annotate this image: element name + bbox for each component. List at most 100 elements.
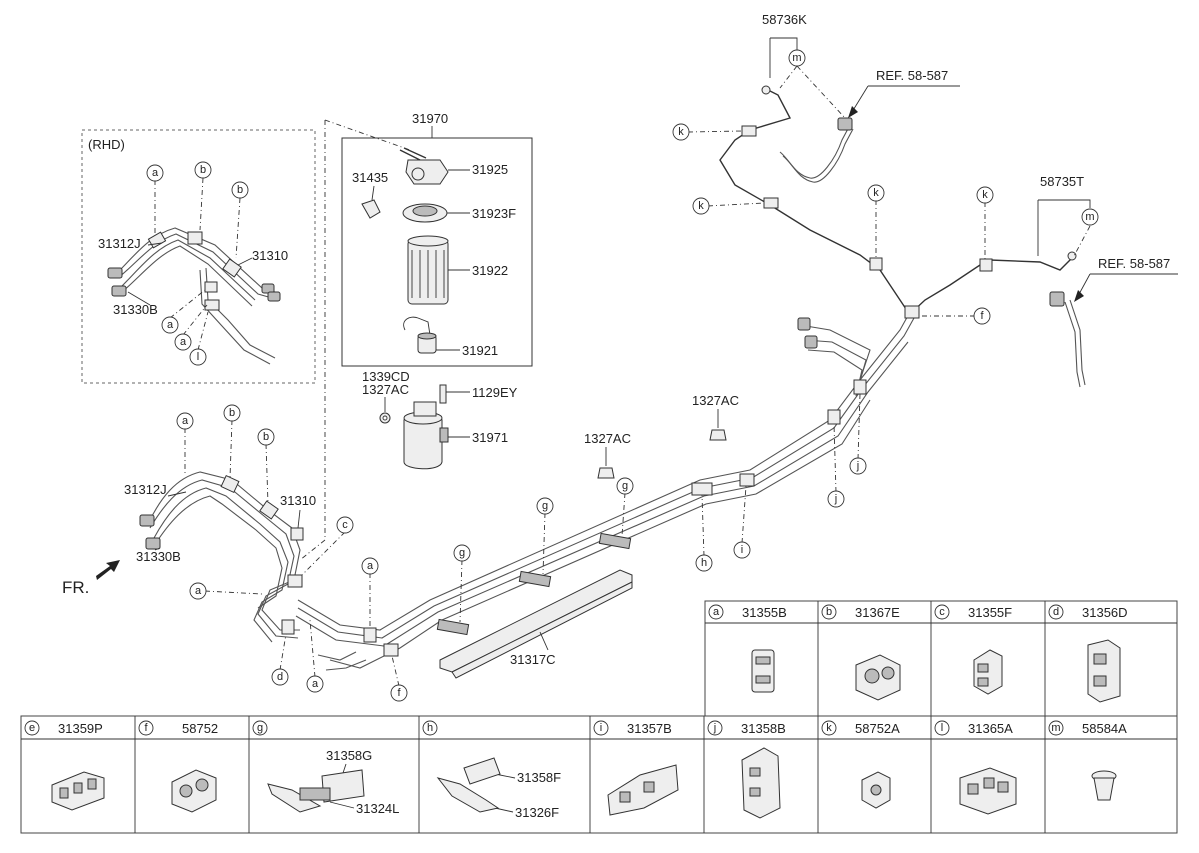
callout-a-1: a: [176, 412, 194, 430]
svg-text:c: c: [342, 519, 348, 531]
legend-cell-c: c 31355F: [934, 604, 1012, 620]
label-ref-1: REF. 58-587: [876, 68, 948, 83]
legend-g-part-2: 31324L: [356, 801, 399, 816]
label-1327AC-b: 1327AC: [584, 431, 631, 446]
callout-a-2: a: [189, 582, 207, 600]
svg-text:j: j: [834, 493, 837, 505]
callout-a-4: a: [306, 675, 324, 693]
legend-cell-g: g: [252, 720, 268, 736]
label-ref-2: REF. 58-587: [1098, 256, 1170, 271]
legend-cell-e: e 31359P: [24, 720, 103, 736]
label-31317C: 31317C: [510, 652, 556, 667]
rhd-inset-title: (RHD): [88, 137, 125, 152]
svg-text:a: a: [152, 167, 159, 179]
callout-k-3: k: [867, 184, 885, 202]
callout-d: d: [271, 668, 289, 686]
label-1129EY: 1129EY: [472, 385, 518, 400]
main-31330B-label: 31330B: [136, 549, 181, 564]
svg-text:j: j: [856, 460, 859, 472]
callout-m-1: m: [788, 49, 806, 67]
rhd-callout-a3: a: [174, 333, 192, 351]
svg-text:k: k: [678, 126, 684, 138]
svg-text:a: a: [180, 336, 187, 348]
svg-text:g: g: [542, 500, 548, 512]
fuel-filter-box: [341, 137, 533, 367]
svg-text:d: d: [1053, 606, 1059, 618]
main-callouts: a b b c a a d a f g g g h i j j f k k: [176, 49, 1099, 702]
svg-text:31359P: 31359P: [58, 721, 103, 736]
callout-i: i: [733, 541, 751, 559]
svg-text:m: m: [1051, 722, 1060, 734]
svg-text:j: j: [713, 722, 716, 734]
rhd-callout-a1: a: [146, 164, 164, 182]
svg-text:a: a: [195, 585, 202, 597]
callout-g-2: g: [536, 497, 554, 515]
callout-h: h: [695, 554, 713, 572]
svg-text:a: a: [367, 560, 374, 572]
label-31923F: 31923F: [472, 206, 516, 221]
svg-text:b: b: [826, 606, 832, 618]
filter-link-line: [299, 120, 326, 561]
svg-text:h: h: [701, 557, 707, 569]
rhd-31330B-label: 31330B: [113, 302, 158, 317]
label-31435: 31435: [352, 170, 388, 185]
callout-m-2: m: [1081, 208, 1099, 226]
label-31925: 31925: [472, 162, 508, 177]
main-fuel-lines: [139, 85, 1086, 671]
svg-text:b: b: [237, 184, 243, 196]
svg-text:i: i: [600, 722, 602, 734]
svg-text:31357B: 31357B: [627, 721, 672, 736]
svg-text:k: k: [826, 722, 832, 734]
svg-text:58584A: 58584A: [1082, 721, 1127, 736]
callout-b-2: b: [257, 428, 275, 446]
legend-cell-a: a 31355B: [708, 604, 787, 620]
rhd-31312J-label: 31312J: [98, 236, 141, 251]
rhd-callout-b1: b: [194, 161, 212, 179]
svg-text:c: c: [939, 606, 945, 618]
legend-cell-k: k 58752A: [821, 720, 900, 736]
callout-g-3: g: [616, 477, 634, 495]
svg-text:g: g: [459, 547, 465, 559]
svg-text:g: g: [622, 480, 628, 492]
callout-c: c: [336, 516, 354, 534]
legend-cell-i: i 31357B: [593, 720, 672, 736]
svg-text:31355F: 31355F: [968, 605, 1012, 620]
svg-text:31367E: 31367E: [855, 605, 900, 620]
svg-text:b: b: [263, 431, 269, 443]
front-direction-label: FR.: [62, 578, 89, 597]
svg-text:m: m: [1085, 211, 1094, 223]
svg-text:58752A: 58752A: [855, 721, 900, 736]
front-arrow-icon: [96, 560, 120, 580]
svg-text:31365A: 31365A: [968, 721, 1013, 736]
label-58735T: 58735T: [1040, 174, 1084, 189]
svg-text:l: l: [941, 722, 943, 734]
svg-text:b: b: [229, 407, 235, 419]
callout-k-1: k: [672, 123, 690, 141]
svg-text:f: f: [397, 687, 401, 699]
rhd-callout-b2: b: [231, 181, 249, 199]
svg-text:a: a: [182, 415, 189, 427]
main-31312J-label: 31312J: [124, 482, 167, 497]
main-31310-label: 31310: [280, 493, 316, 508]
svg-text:k: k: [873, 187, 879, 199]
svg-text:k: k: [698, 200, 704, 212]
legend-g-part-1: 31358G: [326, 748, 372, 763]
legend-h-part-2: 31326F: [515, 805, 559, 820]
svg-text:g: g: [257, 722, 263, 734]
filter-bracket-group: 1339CD 1327AC 1129EY 31971: [362, 369, 518, 470]
legend-cell-l: l 31365A: [934, 720, 1013, 736]
svg-text:a: a: [713, 606, 720, 618]
rhd-31310-label: 31310: [252, 248, 288, 263]
svg-text:l: l: [197, 351, 199, 363]
legend-cell-m: m 58584A: [1048, 720, 1127, 736]
svg-text:d: d: [277, 671, 283, 683]
rhd-callout-a2: a: [161, 316, 179, 334]
svg-text:31355B: 31355B: [742, 605, 787, 620]
svg-text:e: e: [29, 722, 35, 734]
svg-text:f: f: [144, 722, 148, 734]
svg-text:k: k: [982, 189, 988, 201]
label-1327AC-c: 1327AC: [692, 393, 739, 408]
